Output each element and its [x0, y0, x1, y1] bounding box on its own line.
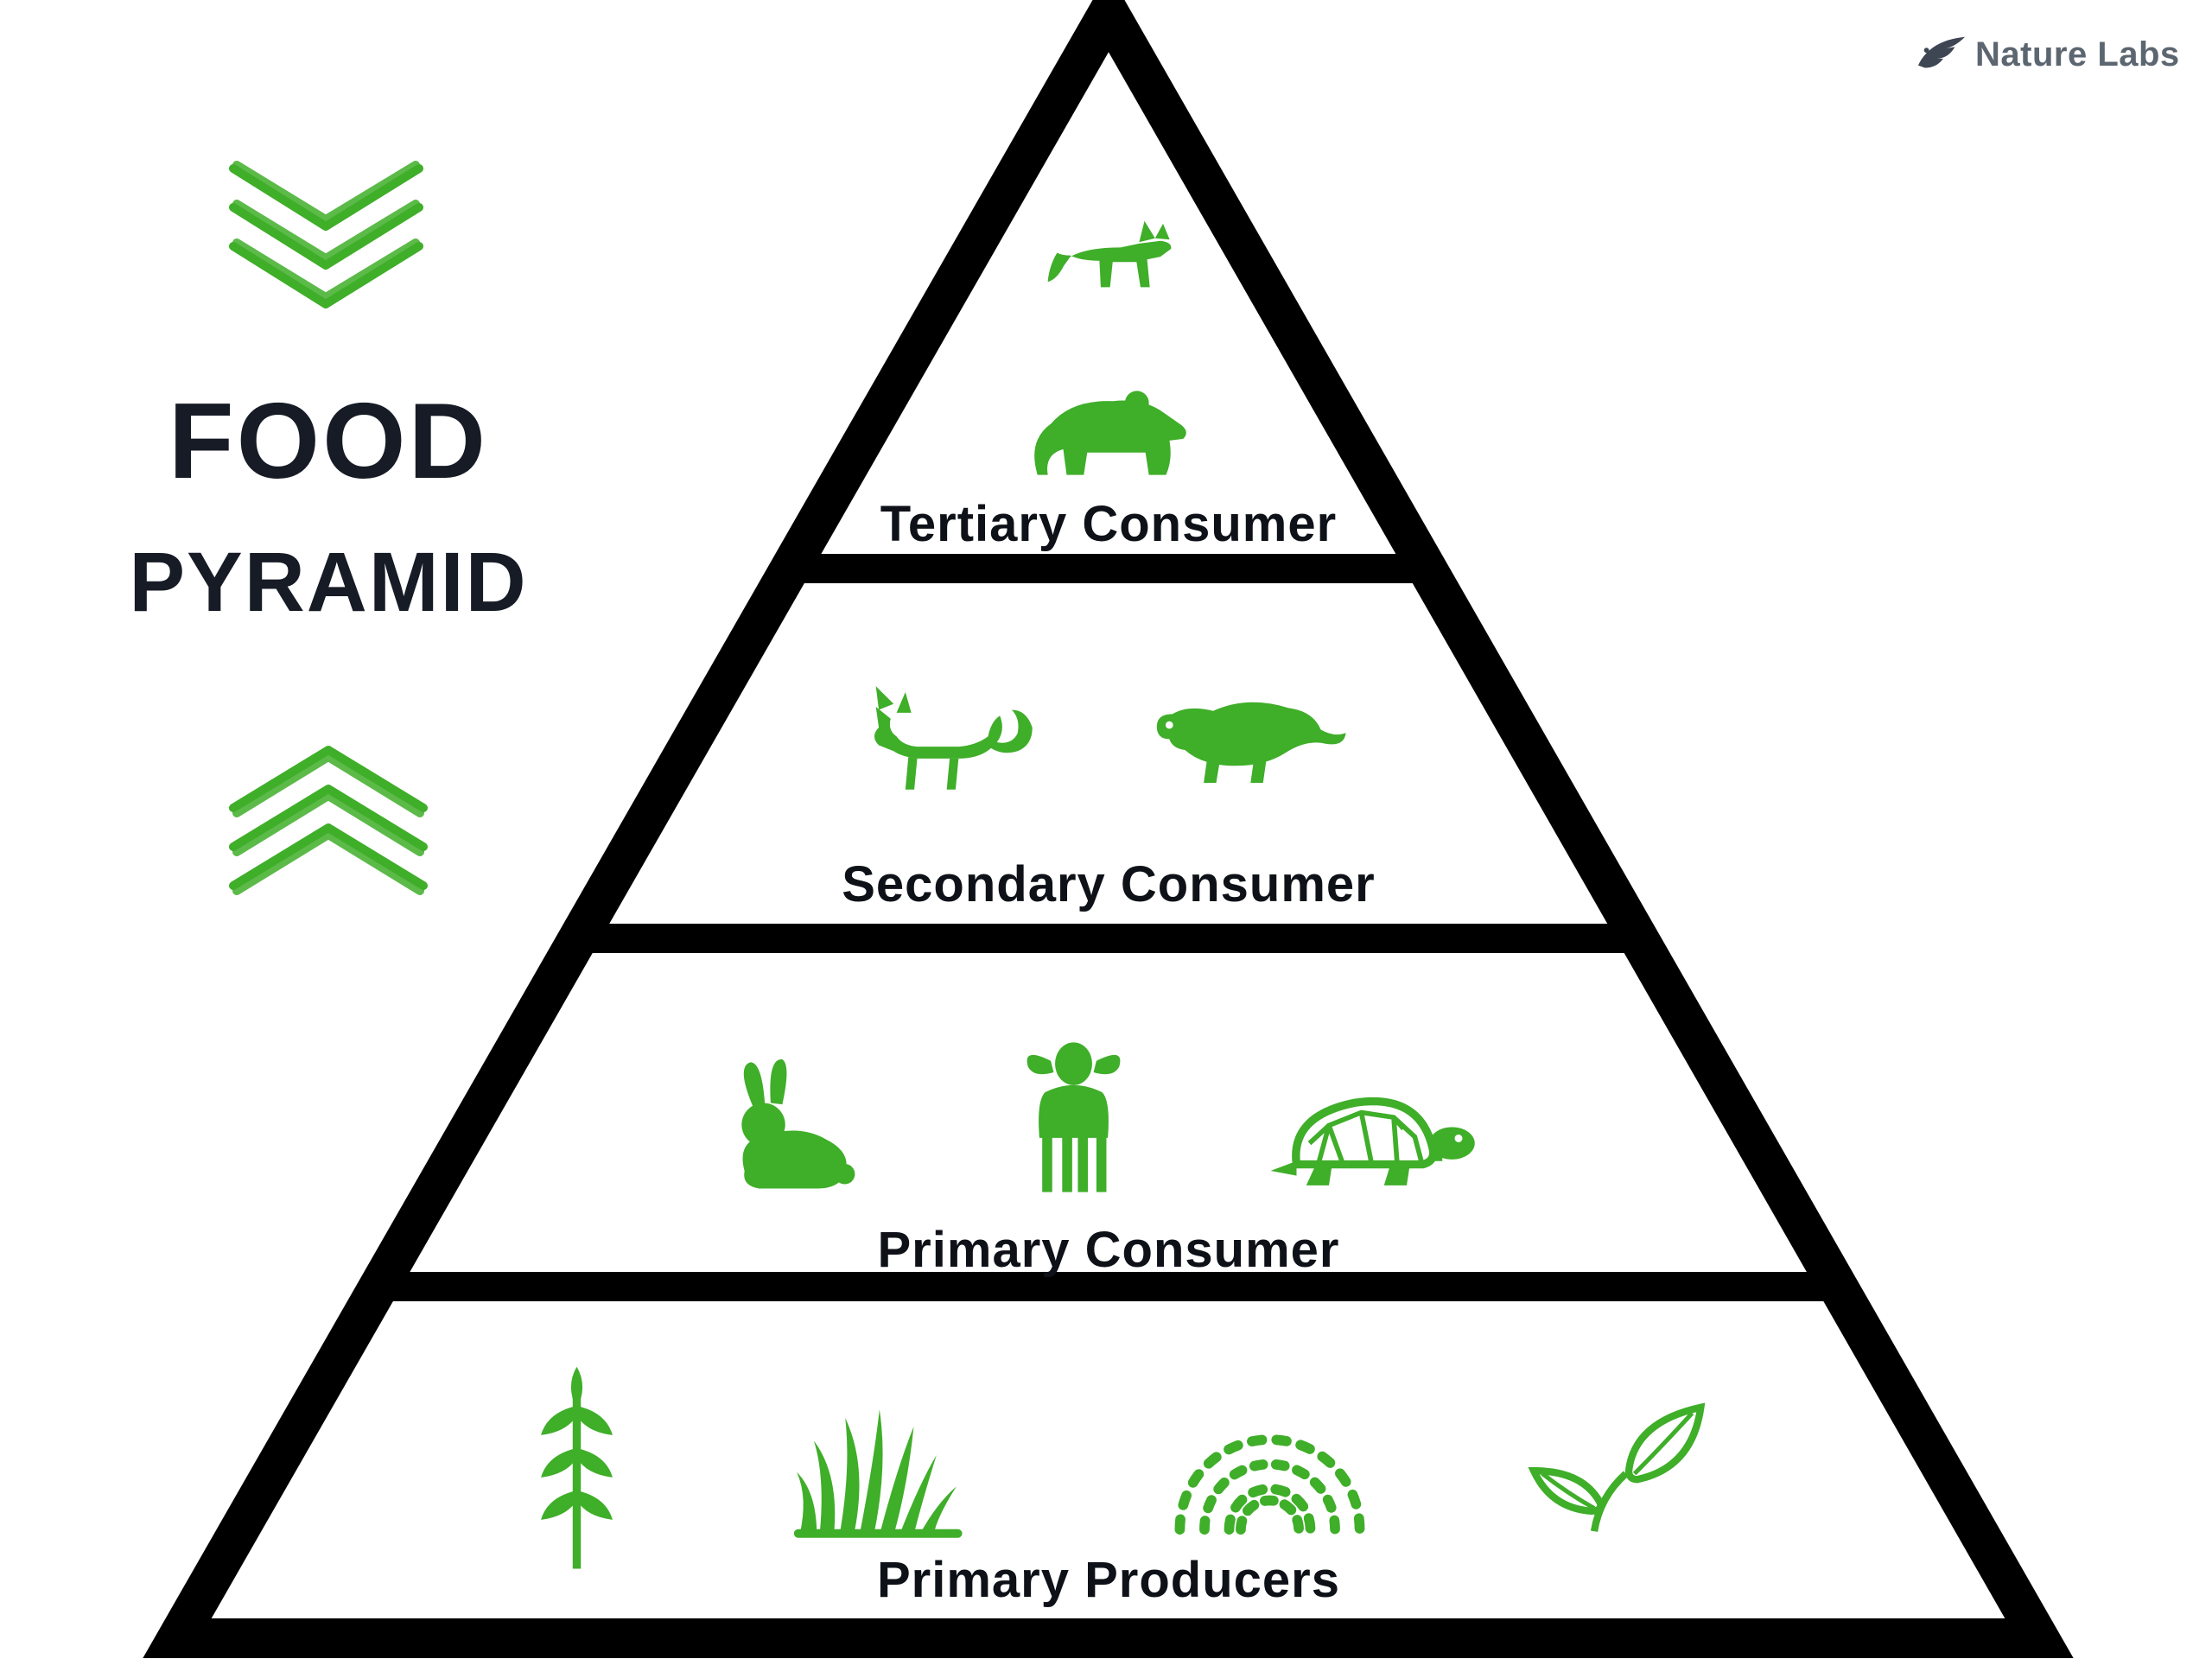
shrub-icon — [1174, 1434, 1365, 1535]
page-title-pyramid: PYRAMID — [129, 535, 528, 629]
fox-icon — [874, 686, 1033, 790]
page-title-food: FOOD — [168, 382, 489, 501]
secondary-consumer-label: Secondary Consumer — [842, 856, 1376, 912]
triple-chevron-up-icon — [229, 746, 428, 895]
wolf-icon — [1047, 220, 1172, 288]
bear-icon — [1034, 391, 1186, 475]
brand: Nature Labs — [1916, 33, 2180, 76]
nature-labs-logo-icon — [1917, 36, 1966, 68]
primary-producers-label: Primary Producers — [876, 1552, 1341, 1608]
rabbit-icon — [741, 1058, 855, 1189]
tertiary-consumer-label: Tertiary Consumer — [880, 496, 1338, 552]
brand-name: Nature Labs — [1975, 35, 2180, 73]
deer-icon — [1027, 1042, 1121, 1192]
triple-chevron-down-icon — [229, 161, 423, 308]
primary-consumer-label: Primary Consumer — [877, 1222, 1340, 1278]
otter-icon — [1156, 702, 1346, 783]
wheat-icon — [541, 1366, 613, 1569]
turtle-icon — [1270, 1096, 1475, 1185]
pyramid-outline — [143, 0, 2074, 1658]
grass-icon — [793, 1409, 963, 1538]
sprout-icon — [1528, 1402, 1706, 1532]
